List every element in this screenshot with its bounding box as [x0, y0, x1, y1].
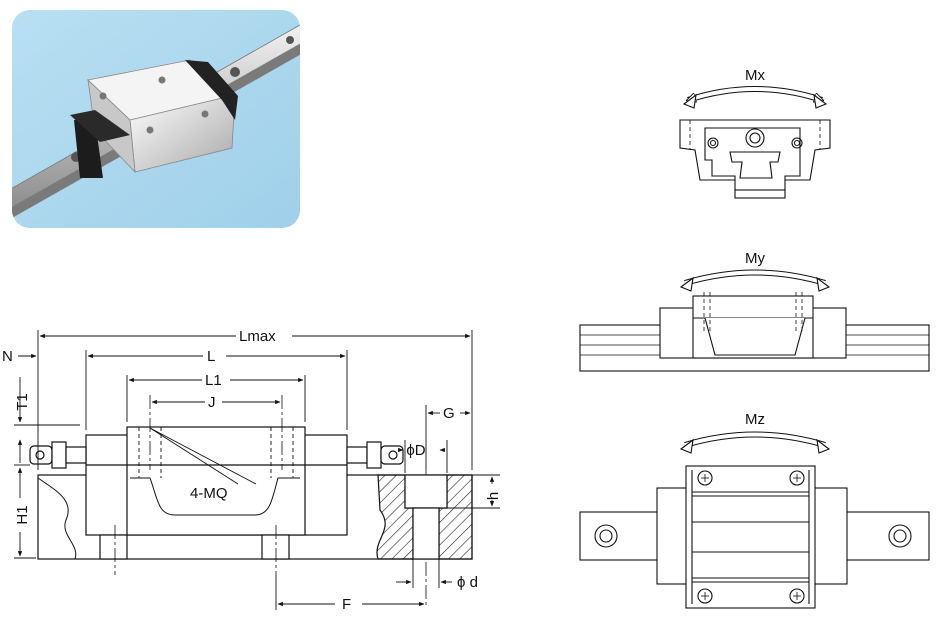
label-my: My	[745, 250, 765, 267]
label-g: G	[443, 405, 455, 422]
front-view-drawing	[29, 395, 473, 605]
label-phi-d: ϕ d	[457, 574, 478, 591]
label-phi-D: ϕD	[406, 442, 425, 459]
dimension-lines	[14, 330, 500, 610]
label-l: L	[207, 348, 215, 365]
moment-view-my	[579, 269, 930, 372]
moment-view-mx	[679, 86, 831, 199]
label-4mq: 4-MQ	[190, 485, 228, 502]
label-h1: H1	[14, 505, 31, 524]
label-mx: Mx	[745, 67, 765, 84]
moment-view-mz	[579, 431, 930, 609]
label-f: F	[342, 596, 351, 613]
label-n: N	[2, 348, 13, 365]
label-t1: T1	[14, 393, 31, 411]
label-mz: Mz	[745, 411, 765, 428]
label-l1: L1	[205, 372, 222, 389]
label-j: J	[208, 394, 216, 411]
dimension-labels: Lmax N L L1 J T1 H1 4-MQ ϕD h ϕ d G F	[2, 328, 502, 613]
label-lmax: Lmax	[239, 328, 276, 345]
label-h: h	[485, 492, 502, 500]
product-photo	[12, 10, 300, 228]
